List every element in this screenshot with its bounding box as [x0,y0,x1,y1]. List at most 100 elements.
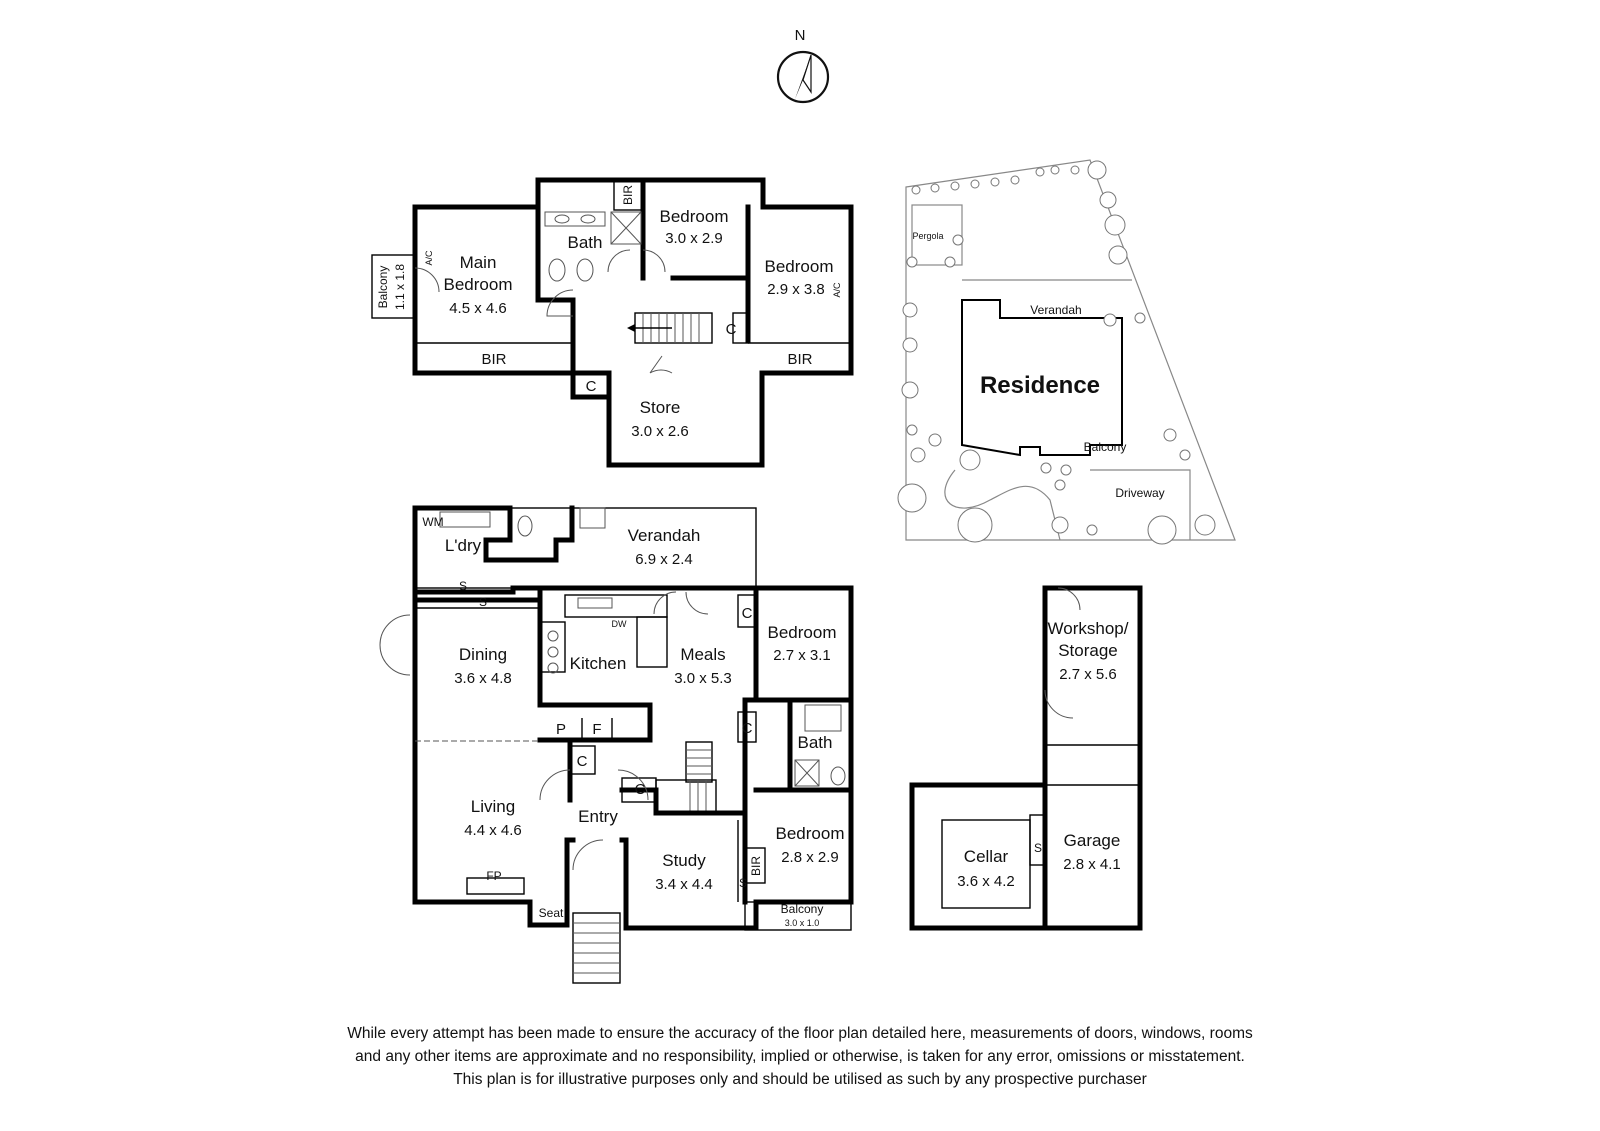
cooktop-burner-2 [547,646,559,658]
kitchen-island [636,616,668,668]
fireplace-label: FP [486,869,501,883]
wm-label: WM [422,515,443,529]
upper-cupboard-box [732,312,749,344]
upper-bath-label: Bath [568,233,603,252]
driveway-outline [944,469,1191,541]
laundry-label: L'dry [445,536,482,555]
upper-bir-small-box [613,179,644,211]
upper-shower-cross [610,211,642,245]
site-verandah-label: Verandah [1030,303,1081,317]
upper-cupboard-label: C [726,321,737,338]
meals-label: Meals [680,645,725,664]
lower-balcony-box [744,901,852,931]
bedroom-cupboard-label: C [742,605,753,622]
disclaimer-line-2: and any other items are approximate and … [355,1048,1245,1065]
kitchen-cooktop-bench [539,621,566,673]
site-balcony-label: Balcony [1084,440,1127,454]
dining-size: 3.6 x 4.8 [454,670,512,687]
lower-verandah-label: Verandah [628,526,701,545]
kitchen-sink [577,597,613,609]
driveway-label: Driveway [1115,486,1164,500]
study-top-wall [619,787,743,816]
workshop-top-door-arc [1057,587,1081,611]
upper-door-arc-store [649,355,673,374]
lower-bath-label: Bath [798,733,833,752]
workshop-label-2: Storage [1058,641,1118,660]
lower-stairs [655,741,717,814]
entry-door-arc-2 [617,769,649,801]
upper-bir-right-label: BIR [787,351,812,368]
garage-label: Garage [1064,831,1121,850]
lower-bedroom-bottom-label: Bedroom [776,824,845,843]
cellar-shelf-box [1029,814,1046,866]
lower-balcony-size: 3.0 x 1.0 [785,918,820,928]
sliding-door-label-2: S [479,595,487,609]
kitchen-sink-bench [564,594,668,618]
front-steps [572,912,621,984]
sliding-door-label-1: S [459,579,467,593]
pantry-label: P [556,721,566,738]
entry-cupboard-box [569,745,596,775]
lower-verandah-size: 6.9 x 2.4 [635,551,693,568]
pergola-outline [911,204,963,266]
seat-label: Seat [539,906,564,920]
bedroom-block-west-wall [742,585,759,905]
lower-bath-toilet [830,766,846,786]
upper-stairs [627,312,713,344]
upper-bir-left-label: BIR [481,351,506,368]
main-bedroom-label: Main [460,253,497,272]
front-door-arc [572,839,604,871]
upper-bir-small-label: BIR [621,185,635,205]
site-plan: Pergola Verandah Residence Balcony Drive… [897,159,1236,545]
lower-floor-plan: WM L'dry Verandah 6.9 x 2.4 S S DW Dinin… [379,505,854,984]
garage-size: 2.8 x 4.1 [1063,856,1121,873]
disclaimer-line-3: This plan is for illustrative purposes o… [453,1071,1147,1088]
study-label: Study [662,851,706,870]
lower-shower-cross [794,759,820,787]
entry-door-arc-1 [539,769,571,801]
upper-door-arc-bath [607,249,631,273]
upper-basin-2 [580,214,596,224]
upper-floor-plan: Main Bedroom 4.5 x 4.6 Balcony 1.1 x 1.8… [371,177,854,468]
fridge-label: F [592,721,601,738]
outbuilding-walls [909,585,1143,931]
bedroom-bir-box [744,847,766,884]
upper-door-arc-main [546,289,574,317]
lower-bedroom-top-size: 2.7 x 3.1 [773,647,831,664]
living-label: Living [471,797,515,816]
study-size: 3.4 x 4.4 [655,876,713,893]
upper-ac-right-label: A/C [832,282,842,298]
lower-west-wall [412,589,576,928]
compass-north-label: N [795,27,806,44]
site-trees [897,160,1216,545]
kitchen-label: Kitchen [570,654,627,673]
meals-size: 3.0 x 5.3 [674,670,732,687]
meals-door-arc [685,591,709,615]
upper-bedroom-mid-size: 3.0 x 2.9 [665,230,723,247]
outbuildings-plan: Workshop/ Storage 2.7 x 5.6 Cellar 3.6 x… [909,585,1143,931]
upper-vanity [544,211,606,227]
lower-east-wall [619,585,854,931]
upper-toilet-2 [576,258,594,282]
north-compass: N [776,27,830,104]
upper-door-arc-balcony [414,267,440,293]
lower-balcony-label: Balcony [781,902,824,916]
pergola-label: Pergola [912,231,943,241]
entry-cupboard-label: C [577,753,588,770]
lower-bedroom-bottom-size: 2.8 x 2.9 [781,849,839,866]
upper-bedroom-right-label: Bedroom [765,257,834,276]
dishwasher-label: DW [612,619,627,629]
meals-cupboard-box [737,711,757,743]
meals-cupboard-label: C [742,720,753,737]
study-cupboard-label: C [635,781,646,798]
cooktop-burner-3 [547,662,559,674]
dining-label: Dining [459,645,507,664]
upper-door-arc-bedroom [642,249,666,273]
fireplace [466,877,525,895]
lower-laundry-wall [412,505,759,595]
store-label: Store [640,398,681,417]
site-boundary [905,159,1236,541]
study-sliding-label: S [739,876,747,890]
residence-label: Residence [980,372,1100,399]
